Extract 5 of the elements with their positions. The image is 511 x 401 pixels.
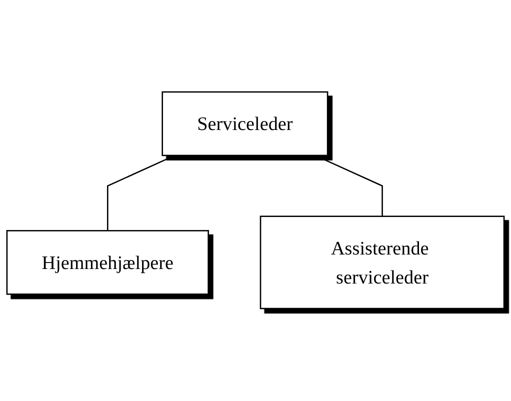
node-box: Hjemmehjælpere — [6, 230, 209, 296]
connector — [314, 155, 383, 217]
connector — [106, 155, 176, 231]
node-box: Serviceleder — [162, 92, 328, 156]
node-box: Assisterende serviceleder — [260, 216, 505, 310]
